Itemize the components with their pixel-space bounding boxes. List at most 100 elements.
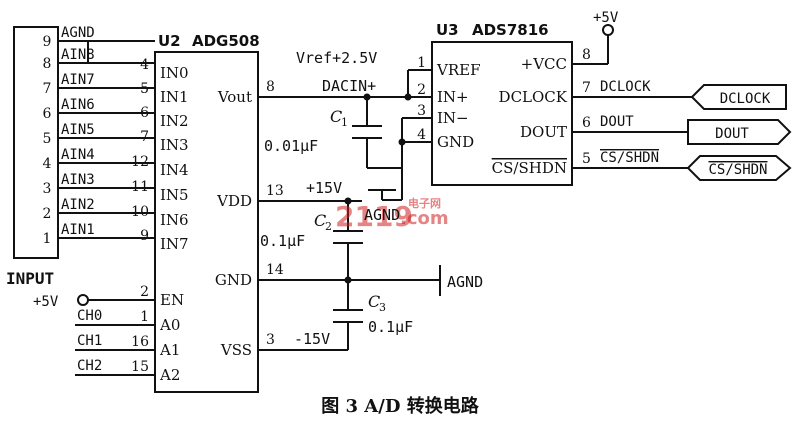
net-plus-5v-en: +5V [33, 294, 59, 310]
input-pin-number: 4 [43, 156, 52, 172]
net-ch2: CH2 [77, 358, 102, 374]
input-signal-label: AGND [61, 25, 95, 41]
u2-pin-number: 9 [140, 228, 149, 244]
u2-pin-number: 1 [140, 309, 149, 325]
watermark-main: 2119 [335, 200, 413, 233]
u2-pin-number: 10 [131, 204, 149, 220]
u3-pin-number: 3 [417, 103, 426, 119]
input-signal-label: AIN1 [61, 222, 95, 238]
u2-pin-number: 7 [140, 129, 149, 145]
u3-right-pin-name: DCLOCK [499, 88, 568, 106]
u2-right-pin-name: GND [215, 271, 252, 289]
u2-pin-number: 16 [131, 334, 149, 350]
port-cs-label: CS/SHDN [708, 162, 767, 178]
net-cs-shdn: CS/SHDN [600, 150, 659, 166]
input-connector [13, 26, 59, 259]
u2-pin-number: 11 [131, 179, 149, 195]
u2-ref: U2 [158, 32, 181, 50]
u3-right-pin-name: DOUT [520, 123, 567, 141]
u2-pin-number: 5 [140, 81, 149, 97]
input-pin-number: 8 [43, 56, 52, 72]
u2-pin-name: A2 [159, 366, 180, 384]
u2-pin-name: A1 [159, 341, 180, 359]
u2-pin-number: 2 [140, 284, 149, 300]
u3-right-pin-name: CS/SHDN [492, 159, 567, 177]
u3-pin-name: VREF [436, 61, 480, 79]
u2-right-pin-number: 3 [266, 332, 275, 348]
u2-pin-number: 4 [140, 57, 149, 73]
u3-pin-name: IN+ [437, 88, 469, 106]
u2-body [154, 51, 259, 393]
u3-right-pin-number: 7 [582, 80, 591, 96]
u3-right-pin-name: +VCC [521, 55, 567, 73]
figure-caption: 图 3 A/D 转换电路 [321, 395, 479, 417]
u3-part: ADS7816 [472, 21, 549, 39]
net-ch1: CH1 [77, 333, 102, 349]
net-minus-15v: -15V [294, 330, 330, 348]
vcc-terminal [602, 24, 614, 36]
u3-pin-number: 1 [417, 55, 426, 71]
u2-pin-number: 6 [140, 105, 149, 121]
u2-pin-name: IN3 [160, 136, 189, 154]
u2-right-pin-number: 14 [266, 262, 284, 278]
input-signal-label: AIN5 [61, 122, 95, 138]
net-agnd-gnd: AGND [447, 273, 483, 291]
input-pin-number: 1 [43, 231, 52, 247]
c2-sub: 2 [325, 220, 332, 233]
input-signal-label: AIN4 [61, 147, 95, 163]
u2-right-pin-name: VDD [216, 192, 252, 210]
input-pin-number: 3 [43, 181, 52, 197]
input-label: INPUT [6, 269, 54, 288]
input-signal-label: AIN2 [61, 197, 95, 213]
c1-ref: C [330, 107, 342, 126]
input-signal-label: AIN3 [61, 172, 95, 188]
c2-value: 0.1μF [260, 232, 305, 250]
u3-right-pin-number: 8 [582, 47, 591, 63]
u3-pin-number: 4 [417, 127, 426, 143]
port-dclock [690, 84, 787, 110]
c1-sub: 1 [341, 116, 348, 129]
port-dclock-label: DCLOCK [720, 91, 771, 107]
u2-right-pin-number: 8 [266, 79, 275, 95]
c2-ref: C [314, 211, 326, 230]
u2-pin-name: IN6 [160, 211, 189, 229]
u2-pin-number: 15 [131, 359, 149, 375]
net-dacin: DACIN+ [322, 77, 376, 95]
u2-right-pin-name: VSS [220, 341, 252, 359]
input-pin-number: 9 [43, 34, 52, 50]
en-terminal [77, 294, 89, 306]
c1-value: 0.01μF [264, 137, 318, 155]
input-signal-label: AIN7 [61, 72, 95, 88]
c3-sub: 3 [379, 301, 386, 314]
u3-right-pin-number: 5 [582, 151, 591, 167]
input-signal-label: AIN8 [61, 47, 95, 63]
watermark-small: 电子网 [408, 196, 441, 210]
u3-pin-name: IN− [437, 109, 469, 127]
u3-pin-name: GND [437, 133, 474, 151]
watermark-dom: .com [400, 208, 449, 229]
c3-value: 0.1μF [368, 318, 413, 336]
net-ch0: CH0 [77, 308, 102, 324]
input-signal-label: AIN6 [61, 97, 95, 113]
net-dclock: DCLOCK [600, 79, 651, 95]
u2-pin-number: 12 [131, 154, 149, 170]
port-dout-label: DOUT [715, 126, 749, 142]
port-cs [686, 155, 792, 181]
u2-pin-name: IN1 [160, 88, 189, 106]
port-dout [687, 119, 792, 145]
input-pin-number: 5 [43, 131, 52, 147]
net-dout: DOUT [600, 114, 634, 130]
net-vref: Vref+2.5V [296, 49, 377, 67]
net-plus-15v: +15V [306, 179, 342, 197]
c3-ref: C [368, 292, 380, 311]
u3-right-pin-number: 6 [582, 115, 591, 131]
u2-pin-name: IN0 [160, 64, 189, 82]
u3-pin-number: 2 [417, 82, 426, 98]
u2-pin-name: IN2 [160, 112, 189, 130]
u2-right-pin-name: Vout [217, 88, 252, 106]
u2-pin-name: IN7 [160, 235, 189, 253]
u2-pin-name: EN [160, 291, 184, 309]
u2-pin-name: IN4 [160, 161, 189, 179]
u3-body [431, 41, 573, 186]
